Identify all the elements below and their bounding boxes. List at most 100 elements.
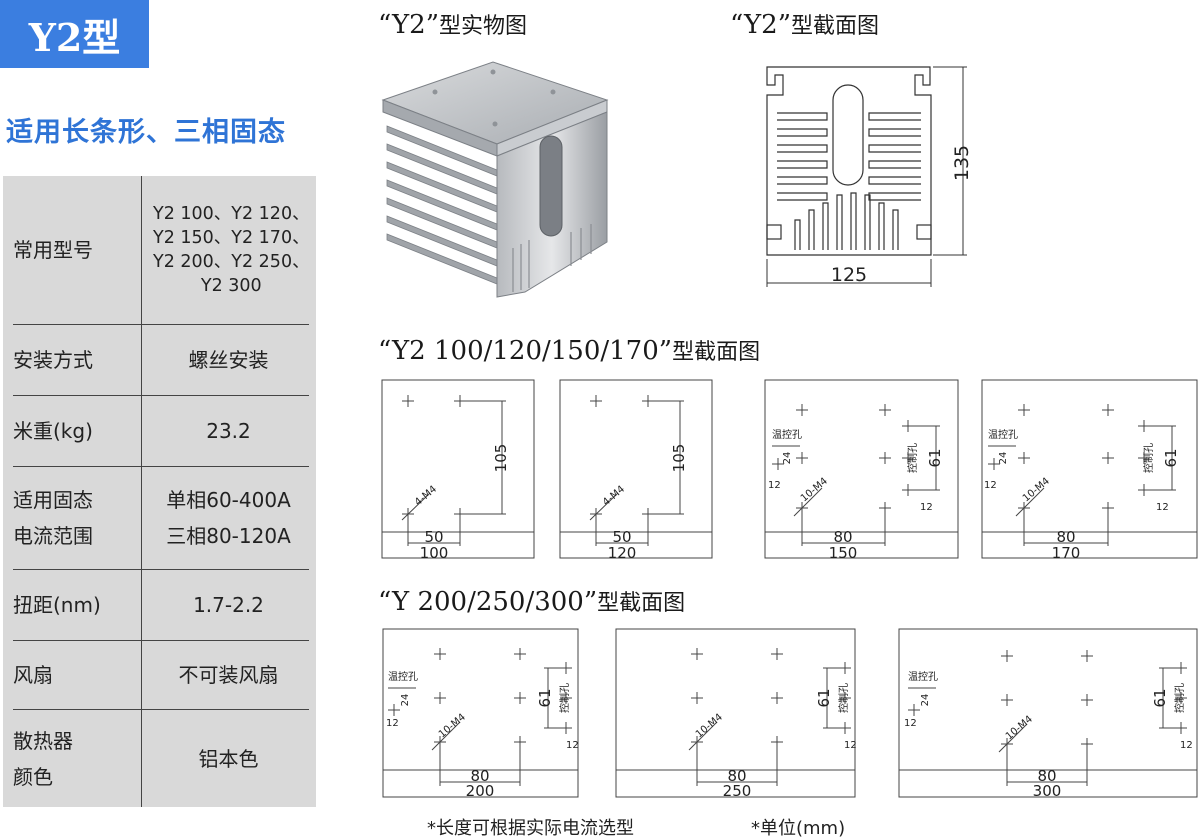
note-unit: *单位(mm) <box>751 818 846 839</box>
temp-hole-label: 温控孔 <box>988 428 1018 441</box>
spec-label: 风扇 <box>13 663 53 687</box>
dim-12: 12 <box>904 718 917 729</box>
heatsink-photo <box>381 61 609 298</box>
spec-value: 23.2 <box>206 419 251 443</box>
note-length: *长度可根据实际电流选型 <box>427 818 634 839</box>
label-line: 适用固态 <box>13 488 93 512</box>
label-line: 电流范围 <box>13 524 93 548</box>
spec-value: 螺丝安装 <box>188 348 269 372</box>
dim-50: 50 <box>612 528 631 546</box>
spec-row-mounting: 安装方式 螺丝安装 <box>3 325 316 395</box>
dim-24: 24 <box>782 452 793 465</box>
spec-row-weight: 米重(kg) 23.2 <box>3 396 316 466</box>
dim-12: 12 <box>768 480 781 491</box>
dim-61: 61 <box>815 688 833 707</box>
row-separator <box>13 395 309 396</box>
dim-61: 61 <box>536 688 554 707</box>
row-separator <box>13 709 309 710</box>
spec-value: 单相60-400A 三相80-120A <box>141 467 316 569</box>
dim-50: 50 <box>424 528 443 546</box>
table-divider <box>141 176 142 807</box>
dim-24: 24 <box>400 694 411 707</box>
thread-label: 10-M4 <box>694 712 725 741</box>
length-label: 120 <box>608 544 637 562</box>
spec-table: 常用型号 Y2 100、Y2 120、 Y2 150、Y2 170、 Y2 20… <box>3 176 316 807</box>
ctrl-hole-label: 控制孔 <box>906 443 919 473</box>
subtitle: 适用长条形、三相固态 <box>6 117 286 148</box>
dim-80: 80 <box>1056 528 1075 546</box>
spec-row-fan: 风扇 不可装风扇 <box>3 641 316 709</box>
dim-61: 61 <box>926 448 944 467</box>
spec-value: 铝本色 <box>198 746 259 771</box>
length-label: 170 <box>1052 544 1081 562</box>
dim-24: 24 <box>920 694 931 707</box>
dim-61: 61 <box>1162 448 1180 467</box>
length-label: 100 <box>420 544 449 562</box>
model-badge: Y2型 <box>0 0 149 68</box>
dim-24: 24 <box>998 452 1009 465</box>
spec-value-models: Y2 100、Y2 120、 Y2 150、Y2 170、 Y2 200、Y2 … <box>141 176 316 324</box>
thread-label: 10-M4 <box>799 476 830 505</box>
dim-12: 12 <box>984 480 997 491</box>
row-separator <box>13 466 309 467</box>
dim-61: 61 <box>1151 688 1169 707</box>
width-dim-label: 125 <box>831 264 867 286</box>
spec-value: 不可装风扇 <box>178 663 279 687</box>
model-line: Y2 150、Y2 170、 <box>153 228 310 248</box>
row-separator <box>13 324 309 325</box>
dim-12: 12 <box>1180 740 1193 751</box>
dim-80: 80 <box>1037 767 1056 785</box>
spec-row-models: 常用型号 Y2 100、Y2 120、 Y2 150、Y2 170、 Y2 20… <box>3 176 316 324</box>
model-line: Y2 300 <box>200 276 262 296</box>
section-title: “Y2”型截面图 <box>730 10 880 40</box>
spec-label: 扭距(nm) <box>13 593 101 617</box>
value-line: 三相80-120A <box>166 524 291 548</box>
spec-label: 安装方式 <box>13 348 93 372</box>
ctrl-hole-label: 控制孔 <box>558 683 571 713</box>
height-dim-label: 135 <box>951 145 973 181</box>
photo-title: “Y2”型实物图 <box>378 10 528 40</box>
thread-label: 4-M4 <box>413 484 439 508</box>
group1-title: “Y2 100/120/150/170”型截面图 <box>378 336 761 366</box>
dim-105: 105 <box>670 444 688 473</box>
temp-hole-label: 温控孔 <box>908 670 938 683</box>
thread-label: 10-M4 <box>1021 476 1052 505</box>
temp-hole-label: 温控孔 <box>772 428 802 441</box>
profile-section: 135 125 <box>766 66 973 287</box>
temp-hole-label: 温控孔 <box>388 670 418 683</box>
dim-12: 12 <box>844 740 857 751</box>
length-label: 300 <box>1033 782 1062 800</box>
spec-label: 散热器 颜色 <box>13 710 138 807</box>
ctrl-hole-label: 控制孔 <box>1142 443 1155 473</box>
thread-label: 4-M4 <box>601 484 627 508</box>
label-line: 散热器 <box>13 728 73 753</box>
value-line: 单相60-400A <box>166 488 291 512</box>
group1-drawings: 105 105 50 50 100 120 80 150 80 170 61 6… <box>381 379 1198 562</box>
dim-80: 80 <box>470 767 489 785</box>
spec-value: 1.7-2.2 <box>193 593 264 617</box>
spec-row-color: 散热器 颜色 铝本色 <box>3 710 316 807</box>
dim-12: 12 <box>920 502 933 513</box>
length-label: 250 <box>723 782 752 800</box>
thread-label: 10-M4 <box>437 712 468 741</box>
ctrl-hole-label: 控制孔 <box>837 683 850 713</box>
ctrl-hole-label: 控制孔 <box>1173 683 1186 713</box>
row-separator <box>13 640 309 641</box>
dim-105: 105 <box>492 444 510 473</box>
label-line: 颜色 <box>13 764 53 789</box>
dim-12: 12 <box>386 718 399 729</box>
spec-row-current: 适用固态 电流范围 单相60-400A 三相80-120A <box>3 467 316 569</box>
group2-title: “Y 200/250/300”型截面图 <box>378 587 686 617</box>
spec-label: 米重(kg) <box>13 419 93 443</box>
model-line: Y2 100、Y2 120、 <box>153 204 310 224</box>
spec-label: 适用固态 电流范围 <box>13 467 138 569</box>
model-line: Y2 200、Y2 250、 <box>153 252 310 272</box>
dim-80: 80 <box>727 767 746 785</box>
length-label: 150 <box>829 544 858 562</box>
group2-drawings: 80 200 80 250 80 300 61 61 61 10-M4 10-M… <box>382 628 1198 800</box>
row-separator <box>13 569 309 570</box>
spec-label: 常用型号 <box>13 238 93 262</box>
thread-label: 10-M4 <box>1004 714 1035 743</box>
dim-12: 12 <box>1156 502 1169 513</box>
spec-row-torque: 扭距(nm) 1.7-2.2 <box>3 570 316 640</box>
